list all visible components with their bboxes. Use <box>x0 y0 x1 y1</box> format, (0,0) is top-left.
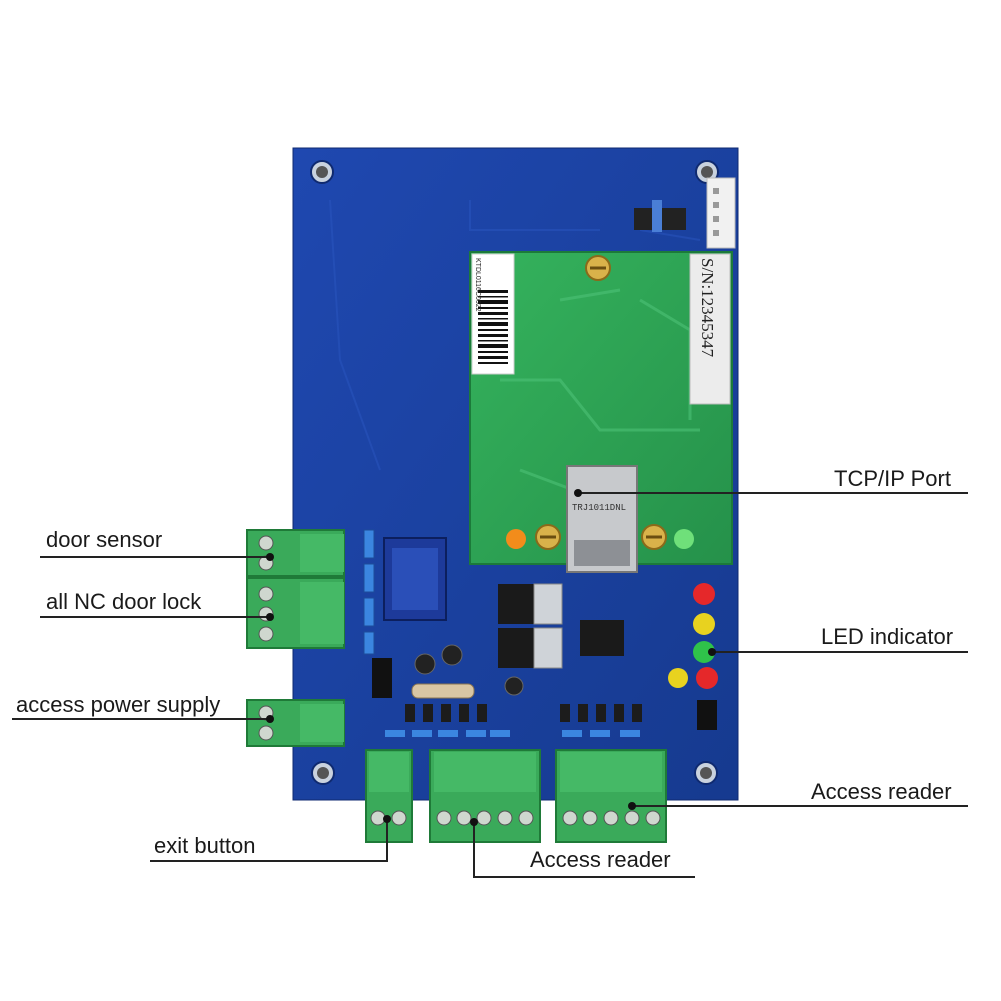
terminal-reader-1 <box>429 749 541 843</box>
led-yellow-1 <box>693 613 715 635</box>
ic-chip <box>580 620 624 656</box>
leader-dot <box>266 715 274 723</box>
module-led-green <box>674 529 694 549</box>
led-yellow-2 <box>668 668 688 688</box>
callout-power-supply: access power supply <box>16 692 221 717</box>
terminal-exit-button <box>365 749 413 843</box>
terminal-door-lock <box>246 577 345 649</box>
leader-dot <box>383 815 391 823</box>
leader-dot <box>628 802 636 810</box>
serial-sticker <box>689 253 731 405</box>
voltage-regulator <box>498 584 538 624</box>
jack-text: TRJ1011DNL <box>572 503 626 513</box>
callout-led-indicator: LED indicator <box>821 624 954 649</box>
callout-exit-button: exit button <box>154 833 256 858</box>
callout-door-sensor: door sensor <box>46 527 163 552</box>
led-red-1 <box>693 583 715 605</box>
leader-access-reader-right <box>632 805 968 807</box>
leader-access-reader-bottom <box>473 876 695 878</box>
led-red-2 <box>696 667 718 689</box>
leader-exit-button <box>150 860 388 862</box>
barcode-text: KTDL0116C0022 <box>474 258 481 312</box>
mounting-hole <box>310 160 719 785</box>
led-green <box>693 641 715 663</box>
leader-power-supply <box>12 718 270 720</box>
leader-dot <box>574 489 582 497</box>
leader-door-sensor <box>40 556 270 558</box>
terminal-power-supply <box>246 699 345 747</box>
leader-tcp-ip <box>578 492 968 494</box>
callout-tcp-ip-port: TCP/IP Port <box>834 466 951 491</box>
leader-dot <box>266 613 274 621</box>
terminal-door-sensor <box>246 529 345 577</box>
serial-number: S/N:12345347 <box>698 258 717 358</box>
callout-nc-door-lock: all NC door lock <box>46 589 202 614</box>
leader-dot <box>266 553 274 561</box>
callout-access-reader-bottom: Access reader <box>530 847 671 872</box>
leader-led-indicator <box>712 651 968 653</box>
leader-dot <box>708 648 716 656</box>
leader-dot <box>470 818 478 826</box>
header-connector <box>706 177 736 249</box>
terminal-reader-2 <box>555 749 667 843</box>
module-led-orange <box>506 529 526 549</box>
callout-access-reader-right: Access reader <box>811 779 952 804</box>
leader-door-lock <box>40 616 270 618</box>
